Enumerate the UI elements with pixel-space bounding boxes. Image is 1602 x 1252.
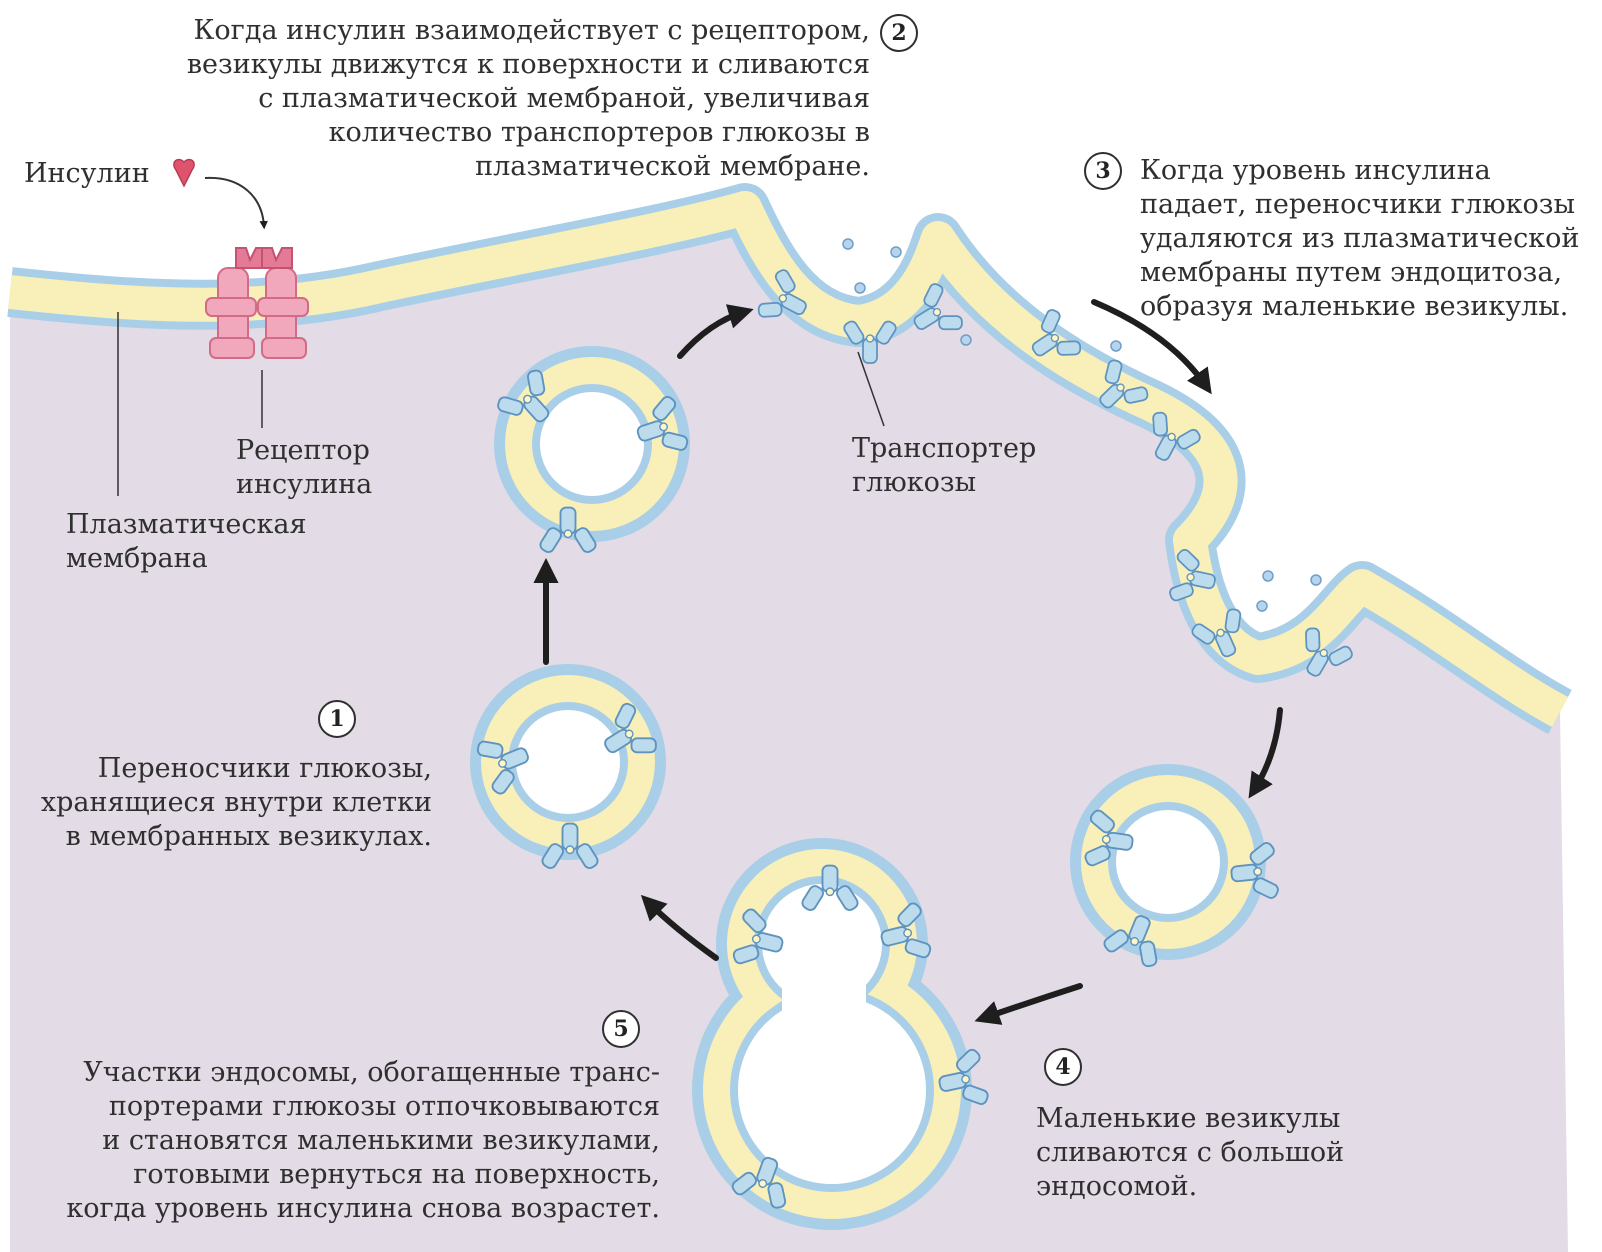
receptor-label-line: инсулина xyxy=(236,468,372,502)
step-3-line: удаляются из плазматической xyxy=(1140,222,1579,256)
transporter-label-line: глюкозы xyxy=(852,466,1036,500)
step-3-line: мембраны путем эндоцитоза, xyxy=(1140,256,1579,290)
step-5-text: Участки эндосомы, обогащенные транс- пор… xyxy=(66,1056,660,1226)
step-4-line: эндосомой. xyxy=(1036,1170,1344,1204)
plasma-membrane-label: Плазматическая мембрана xyxy=(66,508,307,576)
step-2-line: плазматической мембране. xyxy=(187,150,870,184)
step-4-badge: 4 xyxy=(1044,1048,1082,1086)
step-1-text: Переносчики глюкозы, хранящиеся внутри к… xyxy=(41,752,432,854)
step-5-line: портерами глюкозы отпочковываются xyxy=(66,1090,660,1124)
step-1-badge: 1 xyxy=(318,700,356,738)
step-2-line: с плазматической мембраной, увеличивая xyxy=(187,82,870,116)
step-3-line: падает, переносчики глюкозы xyxy=(1140,188,1579,222)
step-1-line: в мембранных везикулах. xyxy=(41,820,432,854)
step-5-line: и становятся маленькими везикулами, xyxy=(66,1124,660,1158)
step-3-badge: 3 xyxy=(1084,152,1122,190)
receptor-label-line: Рецептор xyxy=(236,434,372,468)
step-5-badge: 5 xyxy=(602,1010,640,1048)
step-4-line: Маленькие везикулы xyxy=(1036,1102,1344,1136)
insulin-label: Инсулин xyxy=(24,157,150,191)
plasma-membrane-label-line: мембрана xyxy=(66,542,307,576)
step-3-line: Когда уровень инсулина xyxy=(1140,154,1579,188)
transporter-label: Транспортер глюкозы xyxy=(852,432,1036,500)
step-5-line: когда уровень инсулина снова возрастет. xyxy=(66,1192,660,1226)
receptor-label: Рецептор инсулина xyxy=(236,434,372,502)
step-2-text: Когда инсулин взаимодействует с рецептор… xyxy=(187,14,870,184)
step-5-line: готовыми вернуться на поверхность, xyxy=(66,1158,660,1192)
step-1-line: хранящиеся внутри клетки xyxy=(41,786,432,820)
step-3-line: образуя маленькие везикулы. xyxy=(1140,290,1579,324)
step-2-line: количество транспортеров глюкозы в xyxy=(187,116,870,150)
step-2-line: везикулы движутся к поверхности и сливаю… xyxy=(187,48,870,82)
step-2-line: Когда инсулин взаимодействует с рецептор… xyxy=(187,14,870,48)
step-1-line: Переносчики глюкозы, xyxy=(41,752,432,786)
plasma-membrane-label-line: Плазматическая xyxy=(66,508,307,542)
insulin-arrow xyxy=(205,178,264,226)
transporter-label-line: Транспортер xyxy=(852,432,1036,466)
step-4-line: сливаются с большой xyxy=(1036,1136,1344,1170)
step-2-badge: 2 xyxy=(880,14,918,52)
step-3-text: Когда уровень инсулина падает, переносчи… xyxy=(1140,154,1579,324)
step-5-line: Участки эндосомы, обогащенные транс- xyxy=(66,1056,660,1090)
step-4-text: Маленькие везикулы сливаются с большой э… xyxy=(1036,1102,1344,1204)
